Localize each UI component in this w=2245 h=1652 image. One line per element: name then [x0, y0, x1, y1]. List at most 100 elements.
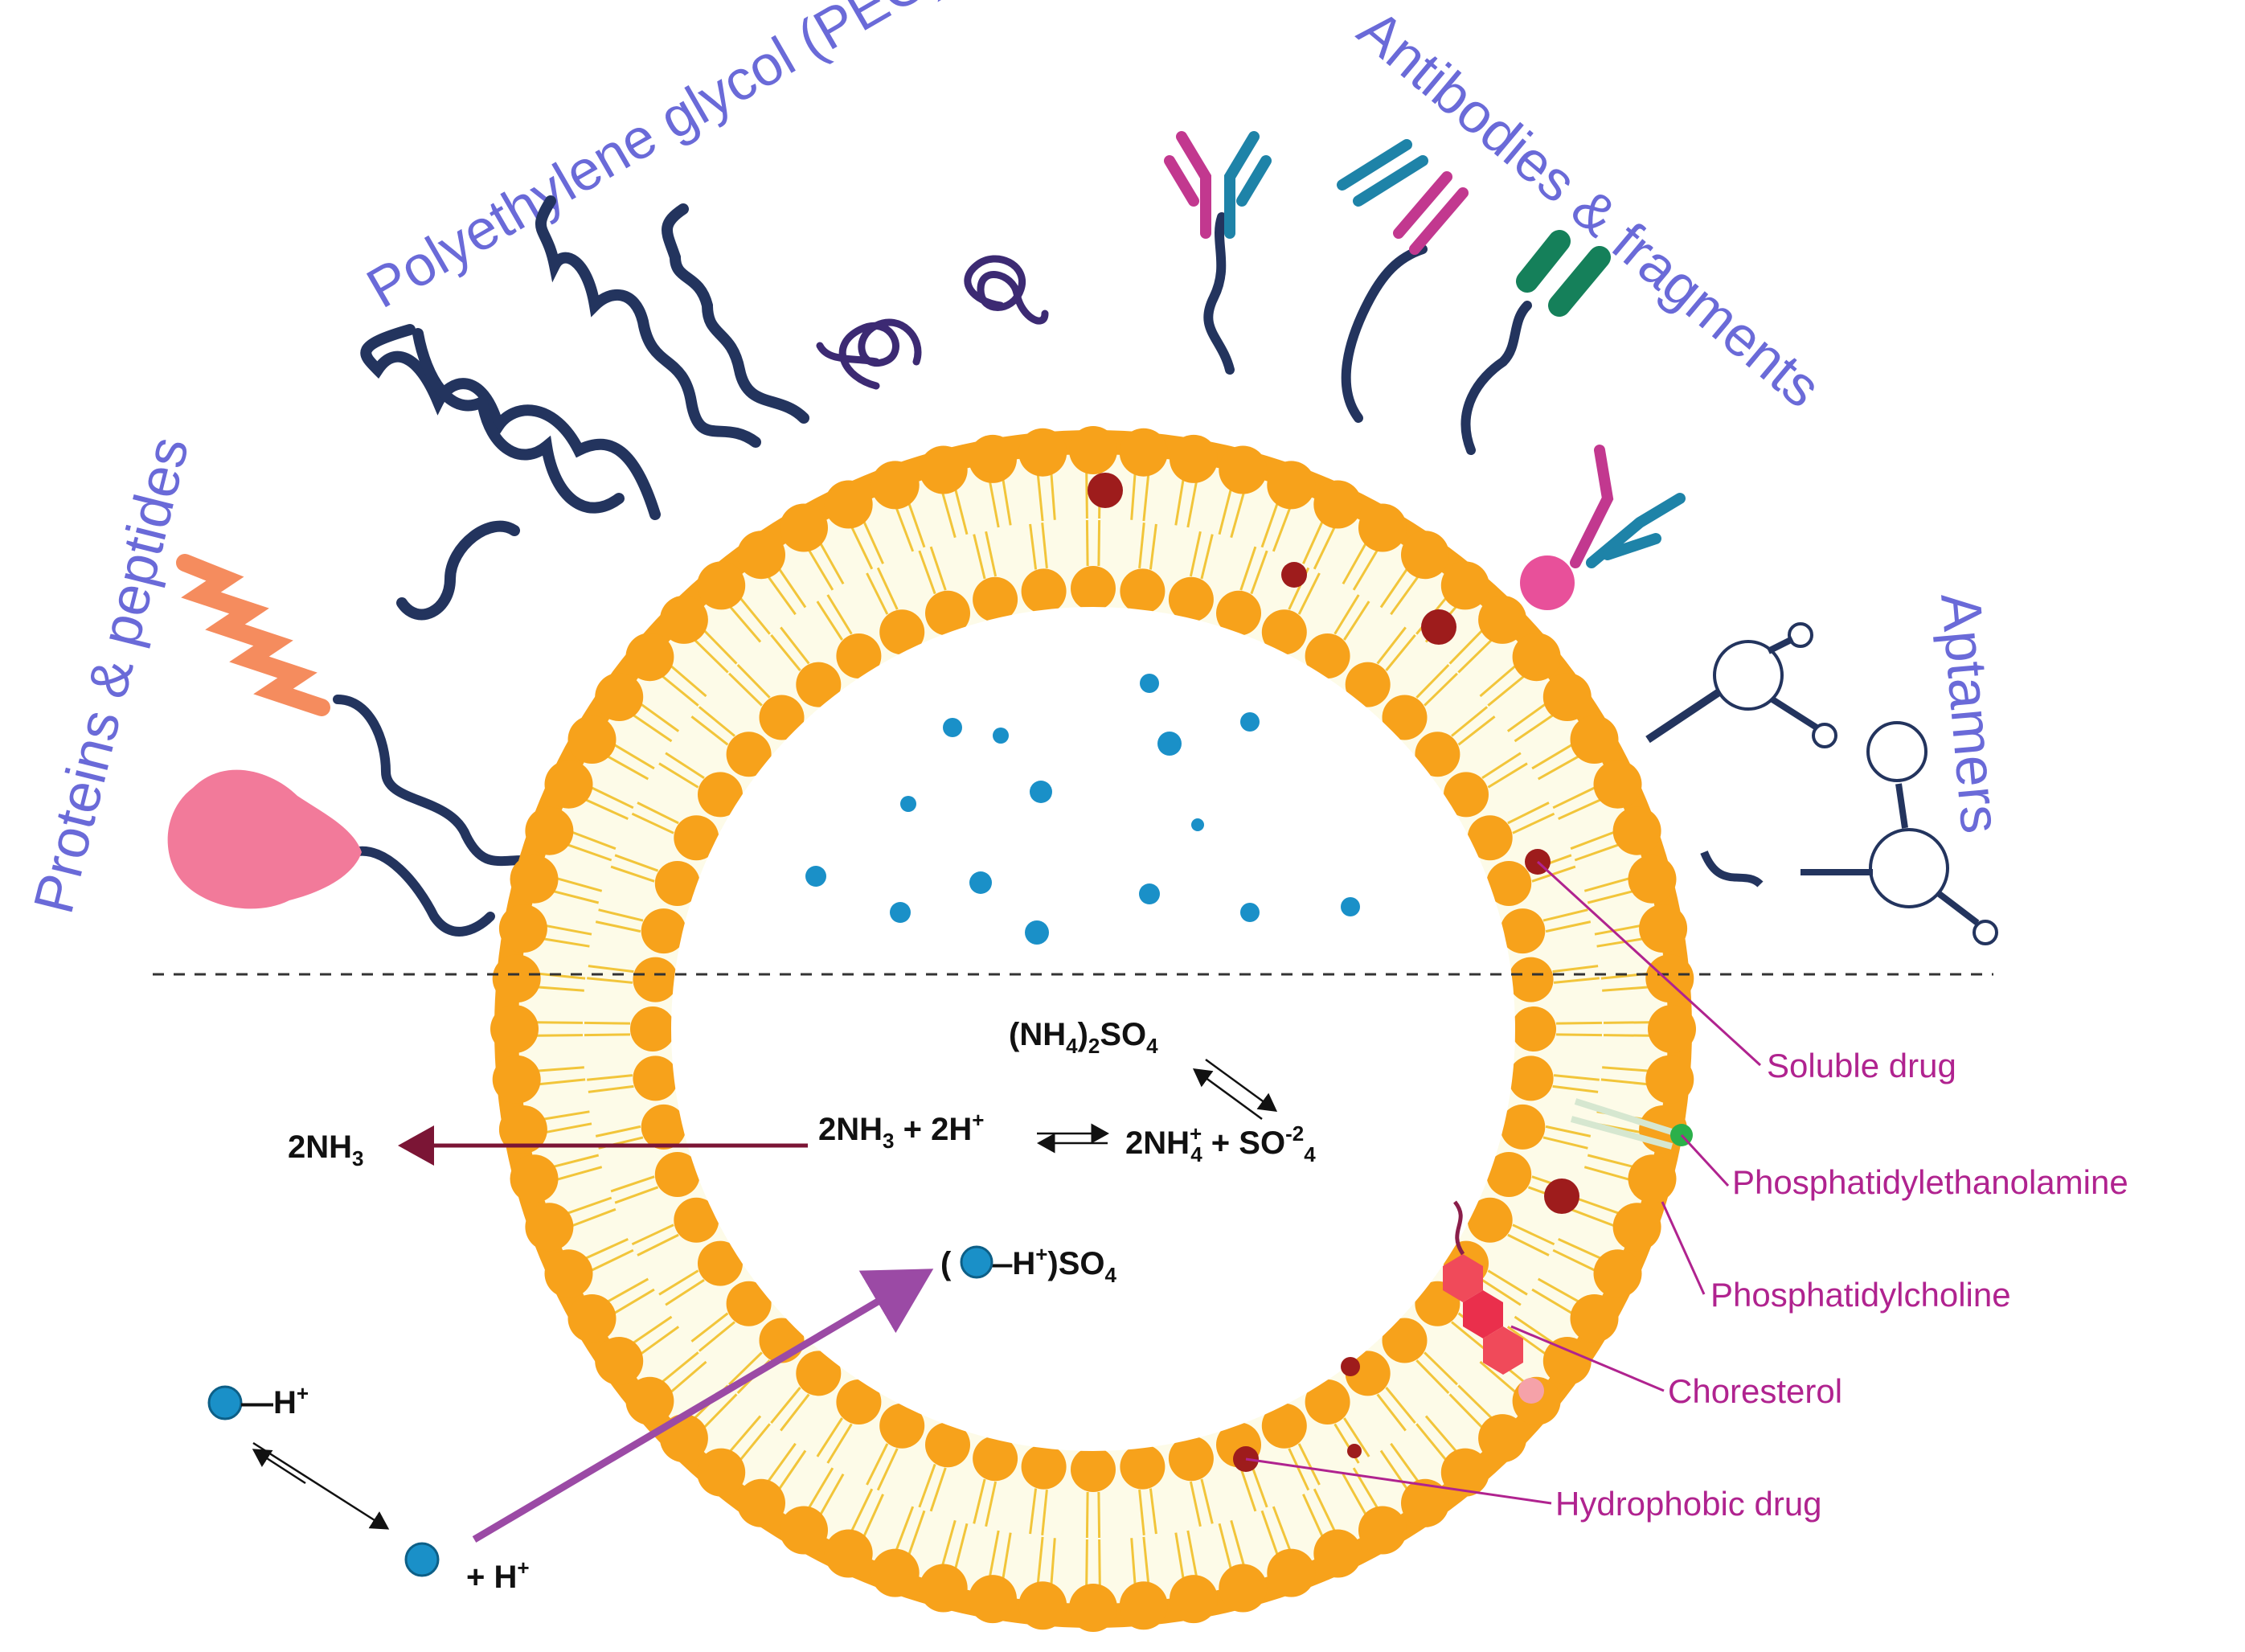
soluble-drug-dot: [969, 871, 992, 894]
lipid-tail: [538, 1066, 584, 1072]
equilibrium-arrows: [252, 1058, 1278, 1530]
lipid-tail: [850, 1488, 874, 1531]
lipid-head: [879, 609, 925, 655]
lipid-head: [1500, 1104, 1546, 1150]
lipid-head: [925, 1422, 970, 1468]
lipid-head: [544, 1249, 593, 1298]
protonated-drug: —H+: [241, 1381, 309, 1420]
lipid-tail: [1552, 786, 1596, 810]
lipid-tail: [1570, 1207, 1614, 1227]
lipid-tail: [595, 920, 641, 933]
lipid-tail: [1138, 1489, 1145, 1535]
antibody-chains: [1203, 212, 1532, 455]
lipid-tail: [536, 1034, 584, 1037]
lipid-tail: [1481, 1279, 1522, 1306]
protein-blob: [167, 769, 362, 909]
lipid-head: [1467, 815, 1513, 861]
lipid-tail: [768, 1442, 797, 1482]
lipid-tail: [1097, 519, 1101, 567]
lipid-tail: [670, 665, 707, 698]
lipid-head: [698, 1240, 743, 1286]
lipid-tail: [1583, 877, 1629, 892]
peptide-linker: [333, 695, 527, 867]
lipid-tail: [1542, 908, 1588, 922]
soluble-drug-dot: [890, 902, 911, 923]
lipid-head: [871, 1548, 920, 1597]
lipid-tail: [587, 1074, 633, 1081]
lipid-tail: [631, 812, 674, 834]
lipid-head: [1440, 561, 1489, 610]
lipid-head: [1570, 1294, 1619, 1343]
lipid-tail: [1487, 762, 1528, 789]
lipid-tail: [1029, 1488, 1038, 1535]
lipid-tail: [1587, 1154, 1633, 1168]
lipid-tail: [1189, 531, 1202, 577]
lipid-tail: [703, 1393, 738, 1429]
products: 2NH+4 + SO-24: [1125, 1121, 1316, 1166]
lipid-head: [973, 576, 1018, 622]
lipid-tail: [598, 908, 644, 922]
soluble-drug-dot: [1191, 818, 1204, 831]
lipid-head: [1508, 1056, 1554, 1101]
lipid-head: [1508, 957, 1554, 1002]
lipid-head: [1486, 1152, 1532, 1197]
soluble-drug-dot: [900, 796, 916, 812]
lipid-tail: [808, 1467, 834, 1508]
lipid-tail: [1574, 843, 1619, 862]
drug-molecule: [404, 1542, 440, 1577]
lipid-head: [674, 815, 719, 861]
lipid-tail: [850, 527, 874, 570]
lipid-tail: [1142, 475, 1150, 522]
lipid-tail: [1600, 1078, 1647, 1086]
lipid-tail: [1085, 472, 1088, 519]
soluble-drug-dot: [1240, 712, 1260, 732]
lipid-tail: [1085, 1539, 1088, 1586]
lipid-head: [1645, 1055, 1694, 1104]
lipid-tail: [1036, 1536, 1044, 1583]
lipid-tail: [585, 1238, 629, 1260]
lipid-tail: [1002, 479, 1012, 526]
lipid-tail: [1272, 1506, 1291, 1550]
lipid-tail: [1385, 633, 1416, 671]
lipid-tail: [866, 572, 889, 615]
lipid-tail: [1342, 1473, 1367, 1515]
lipid-tail: [1558, 1238, 1601, 1260]
lipid-tail: [973, 534, 986, 580]
coiled-peg: [816, 255, 1049, 390]
lipid-tail: [539, 972, 586, 980]
lipid-tail: [1570, 831, 1614, 851]
lipid-tail: [633, 714, 673, 743]
lipid-head: [633, 1056, 678, 1101]
lipid-head: [1261, 1403, 1307, 1449]
lipid-head: [969, 1575, 1017, 1624]
lipid-head: [525, 1203, 574, 1252]
lipid-tail: [665, 1279, 705, 1306]
lipid-tail: [690, 715, 729, 746]
lipid-tail: [1342, 543, 1367, 585]
lipid-head: [1440, 1448, 1489, 1497]
lipid-tail: [918, 1463, 936, 1508]
lipid-tail: [1186, 1530, 1198, 1576]
lipid-head: [1500, 908, 1546, 954]
lipid-tail: [1545, 920, 1592, 933]
lipid-head: [1168, 1436, 1214, 1482]
lipid-head: [726, 1281, 772, 1326]
lipid-tail: [778, 1449, 807, 1490]
lipid-tail: [1376, 1393, 1407, 1432]
lipid-head: [925, 590, 970, 636]
lipid-head: [1069, 426, 1117, 474]
lipid-tail: [1302, 1494, 1324, 1537]
lipid-tail: [665, 752, 705, 779]
lipid-tail: [610, 865, 655, 883]
lipid-head: [1119, 428, 1168, 477]
lipid-tail: [1479, 665, 1516, 698]
lipid-head: [1542, 1337, 1592, 1385]
lipid-tail: [729, 1415, 762, 1452]
lipid-head: [567, 1294, 617, 1343]
lipid-head: [697, 561, 746, 610]
lipid-tail: [557, 877, 603, 892]
lipid-tail: [1542, 1136, 1588, 1150]
lipid-head: [969, 434, 1017, 483]
lipid-head: [1267, 1548, 1316, 1597]
lipid-tail: [1424, 1351, 1458, 1386]
